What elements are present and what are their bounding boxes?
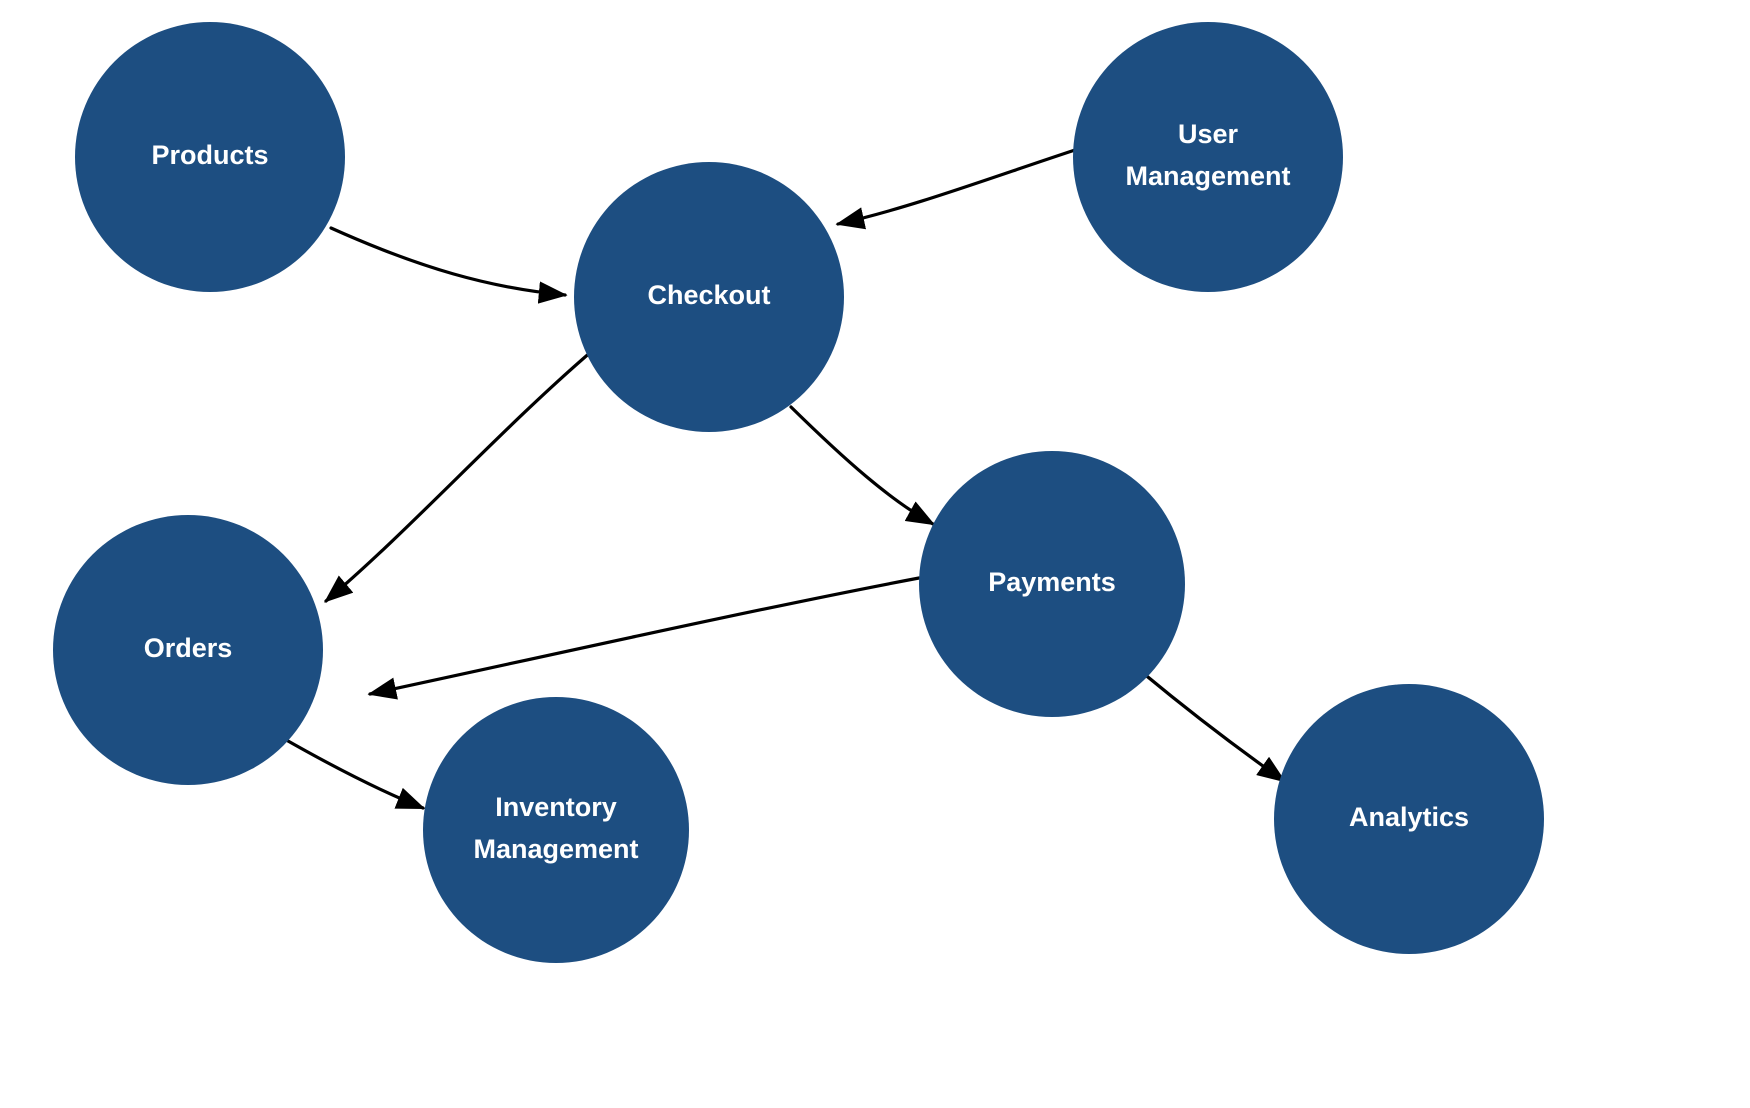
node-circle-inventory-management[interactable] [423, 697, 689, 963]
edge-payments-to-orders [367, 576, 921, 700]
node-circle-orders[interactable] [53, 515, 323, 785]
node-orders[interactable]: Orders [53, 515, 323, 785]
node-analytics[interactable]: Analytics [1274, 684, 1544, 954]
node-circle-checkout[interactable] [574, 162, 844, 432]
node-payments[interactable]: Payments [919, 451, 1185, 717]
edge-checkout-to-payments [789, 405, 936, 526]
edge-checkout-to-orders [324, 349, 594, 603]
edge-orders-to-inventory-management [279, 735, 426, 810]
edge-layer [279, 148, 1287, 810]
edge-products-to-checkout [329, 226, 568, 304]
node-circle-analytics[interactable] [1274, 684, 1544, 954]
edge-payments-to-analytics [1135, 666, 1287, 783]
edge-user-management-to-checkout [835, 148, 1077, 230]
node-circle-payments[interactable] [919, 451, 1185, 717]
node-checkout[interactable]: Checkout [574, 162, 844, 432]
node-products[interactable]: Products [75, 22, 345, 292]
node-circle-products[interactable] [75, 22, 345, 292]
node-circle-user-management[interactable] [1073, 22, 1343, 292]
